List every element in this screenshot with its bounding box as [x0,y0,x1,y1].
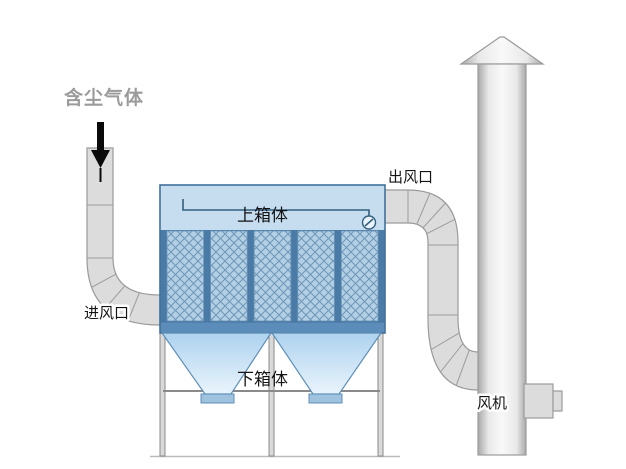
dust-gas-arrow [91,122,110,182]
exhaust-stack [459,36,563,456]
bottom-plate [159,321,386,334]
label-upper-box: 上箱体 [237,206,288,226]
outlet-duct [384,189,479,391]
fan-housing [523,383,554,419]
label-dust-gas: 含尘气体 [64,86,144,109]
outlet-duct-joints [407,190,470,386]
hopper-left-flange [200,393,235,404]
inlet-duct-body [86,147,161,326]
stack-body [477,63,527,456]
hoppers [160,332,383,404]
outlet-duct-body [384,189,479,391]
filter-bag [340,230,379,322]
inlet-duct [86,147,161,326]
filter-bag [166,230,204,322]
frame-leg-middle [268,332,275,457]
filter-bag [297,230,335,322]
label-inlet: 进风口 [84,304,129,322]
frame-leg-left [159,332,166,457]
filter-bag [253,230,292,322]
filter-bag [210,230,248,322]
fan-motor [552,390,563,412]
hopper-right [270,332,383,395]
label-lower-box: 下箱体 [237,370,288,390]
gauge-needle [364,218,374,227]
manifold-pipe [182,199,370,216]
frame-leg-right [377,332,384,457]
label-outlet: 出风口 [388,168,433,186]
stack-cap [459,36,545,65]
filter-housing [159,184,386,334]
hopper-right-flange [308,393,343,404]
inlet-duct-joints [87,204,140,321]
label-fan: 风机 [477,394,507,412]
flow-arrow-icon [91,122,110,168]
upper-box-band [160,185,385,230]
filter-bags [166,230,379,322]
